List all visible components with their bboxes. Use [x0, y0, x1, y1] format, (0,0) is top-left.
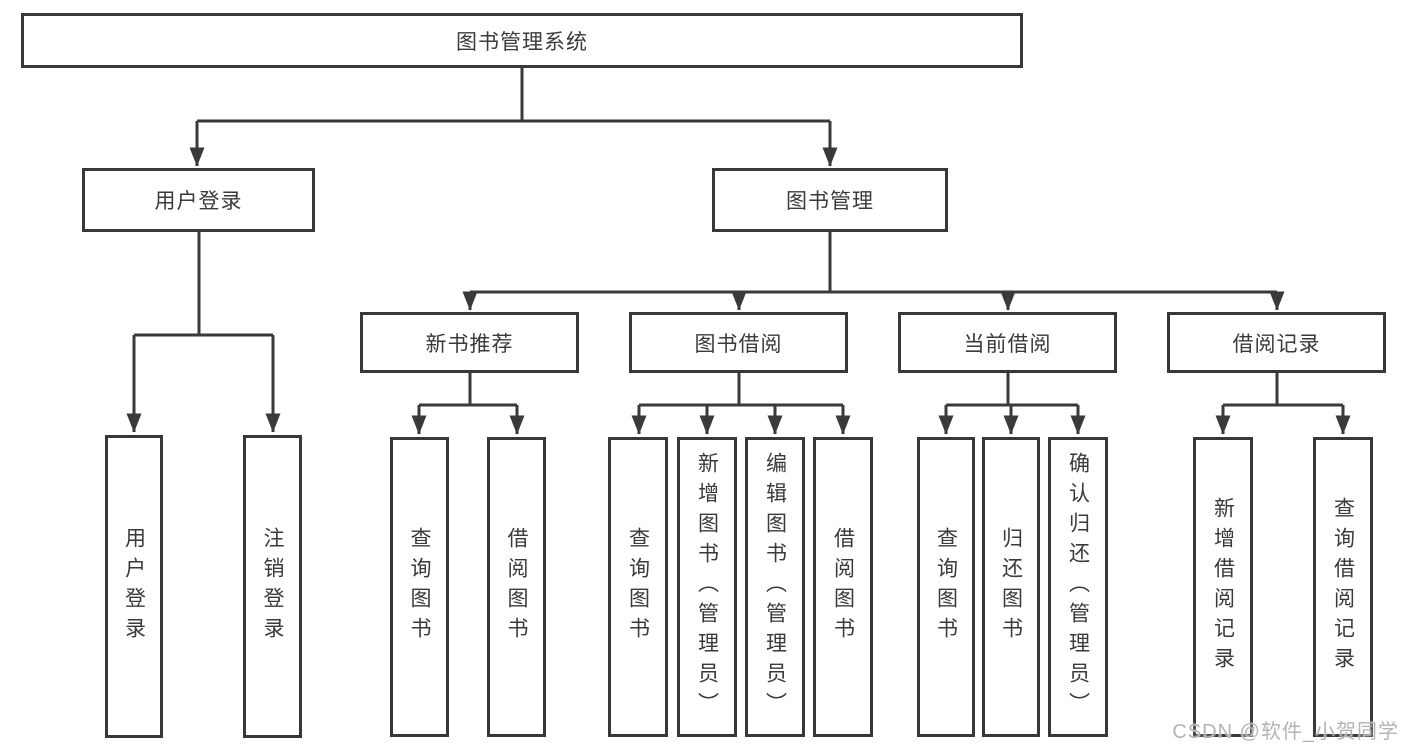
node-new-book-recommend: 新书推荐	[360, 312, 579, 373]
node-label: 新增借阅记录	[1211, 497, 1235, 677]
leaf-borrow-books-1: 借阅图书	[487, 437, 546, 737]
node-book-management: 图书管理	[712, 168, 948, 232]
node-label: 编辑图书（管理员）	[763, 452, 787, 722]
node-label: 借阅图书	[505, 527, 528, 647]
node-label: 新书推荐	[425, 332, 514, 356]
node-label: 注销登录	[261, 526, 284, 647]
leaf-query-books-1: 查询图书	[390, 437, 449, 737]
leaf-add-book-admin: 新增图书（管理员）	[677, 437, 737, 737]
node-label: 图书管理系统	[456, 30, 588, 54]
leaf-confirm-return-admin: 确认归还（管理员）	[1048, 437, 1108, 737]
leaf-return-book: 归还图书	[982, 437, 1040, 737]
leaf-query-books-2: 查询图书	[608, 437, 668, 737]
node-user-login-group: 用户登录	[82, 168, 315, 232]
leaf-borrow-books-2: 借阅图书	[813, 437, 873, 737]
leaf-add-borrow-record: 新增借阅记录	[1193, 437, 1253, 737]
node-label: 查询借阅记录	[1331, 497, 1355, 677]
node-label: 图书管理	[786, 190, 874, 213]
node-current-borrow: 当前借阅	[898, 312, 1117, 373]
node-label: 图书借阅	[694, 332, 783, 356]
node-label: 查询图书	[408, 527, 431, 647]
node-label: 新增图书（管理员）	[695, 452, 719, 722]
node-label: 查询图书	[626, 527, 650, 647]
node-label: 确认归还（管理员）	[1066, 452, 1090, 722]
csdn-watermark: CSDN @软件_小贺同学	[1172, 721, 1399, 743]
leaf-user-login: 用户登录	[105, 435, 163, 738]
node-label: 归还图书	[999, 527, 1023, 647]
node-label: 当前借阅	[963, 332, 1052, 356]
node-label: 用户登录	[154, 190, 243, 213]
node-label: 查询图书	[934, 527, 958, 647]
node-book-borrow: 图书借阅	[629, 312, 848, 373]
leaf-edit-book-admin: 编辑图书（管理员）	[745, 437, 805, 737]
leaf-query-borrow-record: 查询借阅记录	[1313, 437, 1373, 737]
node-label: 用户登录	[122, 526, 146, 647]
node-borrow-records: 借阅记录	[1167, 312, 1386, 373]
node-root: 图书管理系统	[21, 13, 1023, 68]
node-label: 借阅记录	[1232, 332, 1321, 356]
leaf-query-books-3: 查询图书	[917, 437, 975, 737]
node-label: 借阅图书	[831, 527, 855, 647]
leaf-logout: 注销登录	[243, 435, 302, 738]
